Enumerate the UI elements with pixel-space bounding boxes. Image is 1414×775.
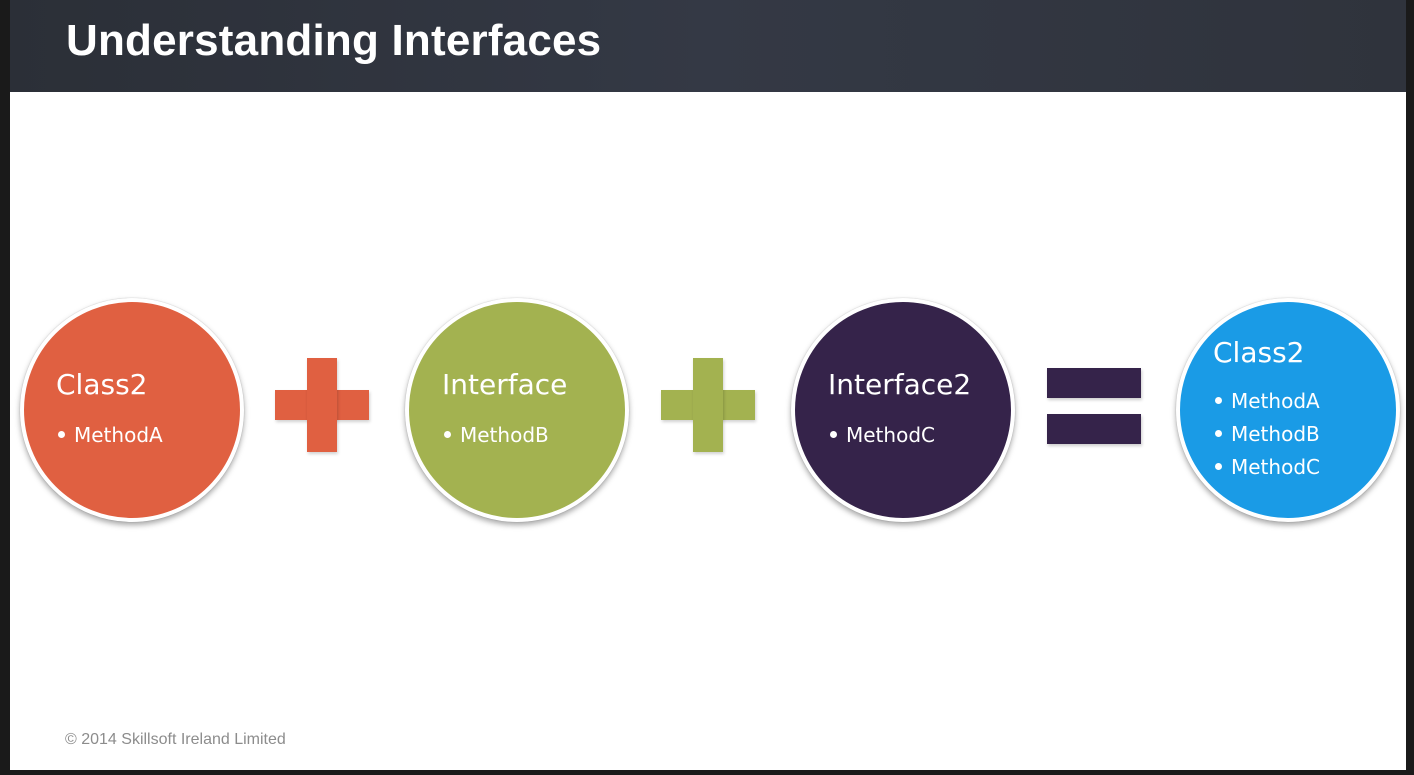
method-item: MethodC — [830, 419, 935, 452]
bullet-icon — [1215, 397, 1222, 404]
class2-method-list: MethodA — [58, 419, 163, 452]
class2-circle: Class2 MethodA — [20, 298, 244, 522]
class2-title: Class2 — [56, 368, 148, 401]
plus-vertical-bar — [307, 358, 337, 452]
bullet-icon — [1215, 430, 1222, 437]
interface-circle: Interface MethodB — [405, 298, 629, 522]
title-bar: Understanding Interfaces — [10, 0, 1406, 92]
method-item: MethodA — [1215, 385, 1320, 418]
interface2-method-list: MethodC — [830, 419, 935, 452]
bullet-icon — [444, 431, 451, 438]
page-title: Understanding Interfaces — [66, 16, 602, 65]
method-item: MethodB — [1215, 418, 1320, 451]
bullet-icon — [830, 431, 837, 438]
copyright-footer: © 2014 Skillsoft Ireland Limited — [65, 731, 286, 748]
equals-operator-icon — [1047, 368, 1141, 444]
interface-method-list: MethodB — [444, 419, 549, 452]
interface2-circle: Interface2 MethodC — [791, 298, 1015, 522]
plus-vertical-bar — [693, 358, 723, 452]
method-item: MethodB — [444, 419, 549, 452]
plus-operator-icon — [275, 358, 369, 452]
bullet-icon — [1215, 463, 1222, 470]
class2-result-title: Class2 — [1213, 336, 1305, 369]
plus-operator-icon — [661, 358, 755, 452]
slide-canvas: Class2 MethodA Interface MethodB Interfa… — [10, 92, 1406, 770]
class2-result-circle: Class2 MethodA MethodB MethodC — [1176, 298, 1400, 522]
bullet-icon — [58, 431, 65, 438]
method-item: MethodC — [1215, 451, 1320, 484]
interface-title: Interface — [442, 368, 568, 401]
class2-result-method-list: MethodA MethodB MethodC — [1215, 385, 1320, 484]
equals-bottom-bar — [1047, 414, 1141, 444]
interface2-title: Interface2 — [828, 368, 972, 401]
method-item: MethodA — [58, 419, 163, 452]
equals-top-bar — [1047, 368, 1141, 398]
